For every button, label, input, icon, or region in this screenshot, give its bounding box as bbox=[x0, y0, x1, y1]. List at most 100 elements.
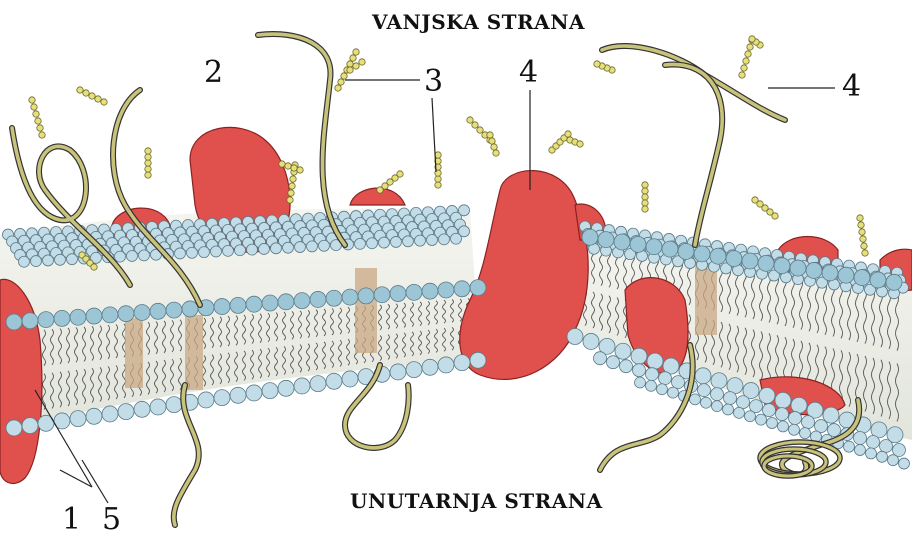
callout-leader-line bbox=[432, 98, 436, 172]
sugar-bead bbox=[335, 85, 341, 91]
phospholipid-head bbox=[406, 362, 422, 378]
phospholipid-head bbox=[454, 355, 470, 371]
phospholipid-head bbox=[214, 390, 230, 406]
phospholipid-head bbox=[823, 407, 839, 423]
sugar-bead bbox=[397, 171, 403, 177]
phospholipid-head bbox=[711, 373, 727, 389]
phospholipid-head bbox=[134, 304, 150, 320]
phospholipid-head bbox=[214, 299, 230, 315]
phospholipid-head bbox=[422, 283, 438, 299]
phospholipid-head bbox=[758, 255, 774, 271]
phospholipid-head bbox=[678, 243, 694, 259]
phospholipid-head bbox=[451, 233, 462, 244]
sugar-bead bbox=[347, 61, 353, 67]
phospholipid-head bbox=[55, 254, 66, 265]
phospholipid-head bbox=[701, 397, 712, 408]
phospholipid-head bbox=[737, 396, 750, 409]
phospholipid-head bbox=[567, 329, 583, 345]
phospholipid-head bbox=[854, 270, 870, 286]
phospholipid-head bbox=[278, 294, 294, 310]
sugar-bead bbox=[642, 182, 648, 188]
sugar-bead bbox=[594, 61, 600, 67]
phospholipid-head bbox=[775, 392, 791, 408]
phospholipid-head bbox=[115, 251, 126, 262]
sugar-bead bbox=[37, 125, 43, 131]
phospholipid-head bbox=[888, 455, 899, 466]
phospholipid-head bbox=[6, 420, 22, 436]
phospholipid-head bbox=[391, 236, 402, 247]
phospholipid-head bbox=[127, 250, 138, 261]
phospholipid-head bbox=[789, 424, 800, 435]
phospholipid-head bbox=[118, 404, 134, 420]
phospholipid-head bbox=[406, 284, 422, 300]
phospholipid-head bbox=[646, 368, 659, 381]
phospholipid-head bbox=[230, 297, 246, 313]
phospholipid-head bbox=[390, 364, 406, 380]
phospholipid-head bbox=[438, 282, 454, 298]
phospholipid-head bbox=[620, 360, 633, 373]
phospholipid-head bbox=[800, 428, 811, 439]
phospholipid-head bbox=[374, 287, 390, 303]
callout-3: 3 bbox=[424, 67, 443, 97]
phospholipid-head bbox=[690, 394, 701, 405]
sugar-bead bbox=[145, 148, 151, 154]
channel-protein bbox=[125, 318, 143, 388]
phospholipid-head bbox=[774, 258, 790, 274]
phospholipid-head bbox=[118, 306, 134, 322]
phospholipid-head bbox=[806, 262, 822, 278]
phospholipid-head bbox=[877, 451, 888, 462]
phospholipid-head bbox=[307, 241, 318, 252]
sugar-bead bbox=[743, 58, 749, 64]
phospholipid-head bbox=[283, 242, 294, 253]
phospholipid-head bbox=[326, 373, 342, 389]
phospholipid-head bbox=[694, 246, 710, 262]
sugar-bead bbox=[101, 99, 107, 105]
sugar-bead bbox=[472, 122, 478, 128]
phospholipid-head bbox=[6, 314, 22, 330]
sugar-bead bbox=[491, 144, 497, 150]
callout-4b: 4 bbox=[842, 72, 861, 102]
phospholipid-head bbox=[187, 247, 198, 258]
sugar-bead bbox=[435, 182, 441, 188]
sugar-bead bbox=[487, 132, 493, 138]
phospholipid-head bbox=[262, 295, 278, 311]
phospholipid-head bbox=[38, 312, 54, 328]
sugar-bead bbox=[91, 264, 97, 270]
phospholipid-head bbox=[438, 357, 454, 373]
phospholipid-head bbox=[745, 411, 756, 422]
phospholipid-head bbox=[134, 401, 150, 417]
sugar-bead bbox=[285, 163, 291, 169]
phospholipid-head bbox=[358, 288, 374, 304]
phospholipid-head bbox=[646, 380, 657, 391]
integral-protein bbox=[460, 171, 588, 380]
phospholipid-head bbox=[211, 246, 222, 257]
sugar-bead bbox=[860, 236, 866, 242]
sugar-bead bbox=[861, 243, 867, 249]
phospholipid-head bbox=[22, 418, 38, 434]
sugar-bead bbox=[31, 104, 37, 110]
phospholipid-head bbox=[614, 234, 630, 250]
phospholipid-head bbox=[310, 376, 326, 392]
sugar-bead bbox=[347, 67, 353, 73]
sugar-bead bbox=[297, 167, 303, 173]
sugar-bead bbox=[33, 111, 39, 117]
phospholipid-head bbox=[698, 384, 711, 397]
phospholipid-head bbox=[198, 392, 214, 408]
sugar-bead bbox=[35, 118, 41, 124]
phospholipid-head bbox=[710, 248, 726, 264]
phospholipid-head bbox=[166, 397, 182, 413]
sugar-bead bbox=[467, 117, 473, 123]
phospholipid-head bbox=[635, 377, 646, 388]
phospholipid-head bbox=[19, 256, 30, 267]
phospholipid-head bbox=[235, 245, 246, 256]
sugar-bead bbox=[39, 132, 45, 138]
phospholipid-head bbox=[668, 387, 679, 398]
sugar-bead bbox=[338, 79, 344, 85]
phospholipid-head bbox=[724, 392, 737, 405]
phospholipid-head bbox=[630, 236, 646, 252]
phospholipid-head bbox=[711, 388, 724, 401]
sugar-bead bbox=[279, 161, 285, 167]
sugar-bead bbox=[577, 141, 583, 147]
